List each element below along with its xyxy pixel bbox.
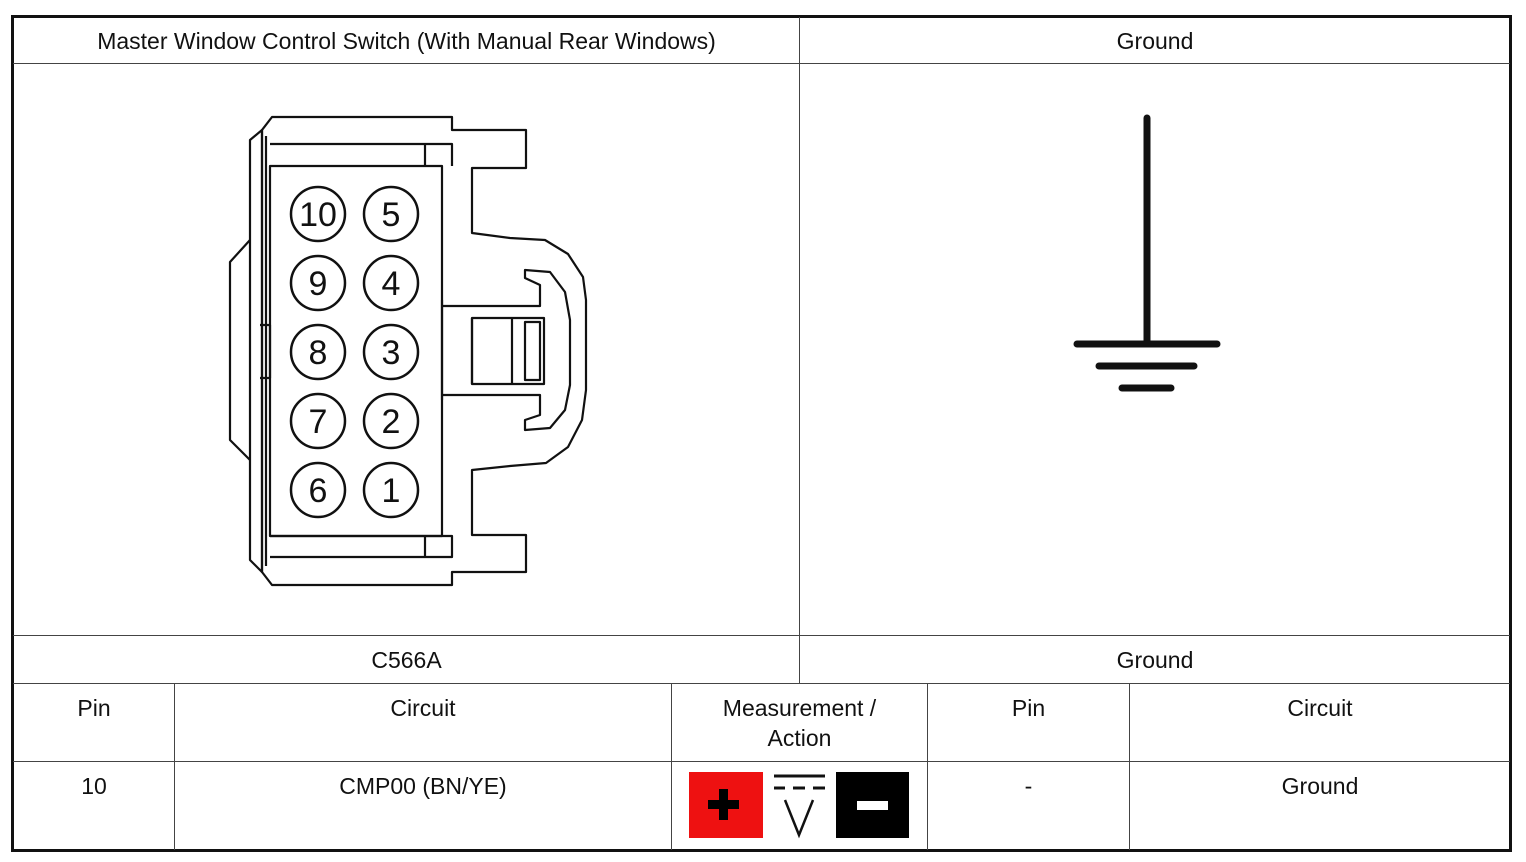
connector-id: C566A [371, 647, 442, 673]
negative-probe-icon [836, 772, 909, 838]
connector-title: Master Window Control Switch (With Manua… [97, 28, 716, 54]
pin-grid: 10 5 9 4 8 3 7 2 6 1 [289, 185, 420, 519]
pin-5-label: 5 [382, 196, 401, 234]
pinout-table-frame [11, 15, 1512, 852]
dc-voltage-icon [774, 774, 825, 839]
pin-6-circle [289, 461, 347, 519]
header-circuit-2: Circuit [1287, 695, 1353, 721]
row-circuit: CMP00 (BN/YE) [339, 773, 507, 799]
header-measurement-line1: Measurement / [722, 695, 877, 721]
column-divider [927, 684, 928, 850]
row-divider [13, 761, 1510, 762]
pin-3-label: 3 [382, 334, 401, 372]
header-pin: Pin [77, 695, 111, 721]
row-pin: 10 [81, 773, 107, 799]
pin-4-label: 4 [382, 265, 401, 303]
header-measurement: Measurement / Action [672, 693, 927, 753]
row-divider [13, 683, 1510, 684]
pin-8-circle [289, 323, 347, 381]
pin-7-label: 7 [309, 403, 328, 441]
column-divider [799, 17, 800, 684]
column-divider [174, 684, 175, 850]
ground-label: Ground [1116, 647, 1194, 673]
pin-10-circle [289, 185, 347, 243]
pin-1-label: 1 [382, 472, 401, 510]
column-divider [671, 684, 672, 850]
pin-10-label: 10 [299, 196, 337, 234]
pin-9-label: 9 [309, 265, 328, 303]
left-latch [228, 239, 251, 461]
row-circuit-2: Ground [1281, 773, 1359, 799]
row-pin-2: - [1024, 773, 1033, 799]
pin-9-circle [289, 254, 347, 312]
pin-3-circle [362, 323, 420, 381]
pin-7-circle [289, 392, 347, 450]
positive-probe-icon [689, 772, 763, 838]
row-divider [13, 63, 1510, 64]
pin-4-circle [362, 254, 420, 312]
header-pin-2: Pin [1011, 695, 1046, 721]
header-measurement-line2: Action [767, 725, 832, 751]
pin-2-label: 2 [382, 403, 401, 441]
pin-5-circle [362, 185, 420, 243]
column-divider [1129, 684, 1130, 850]
connector-housing-outline [260, 115, 588, 587]
pin-2-circle [362, 392, 420, 450]
pin-6-label: 6 [309, 472, 328, 510]
header-circuit: Circuit [390, 695, 456, 721]
pin-1-circle [362, 461, 420, 519]
row-divider [13, 635, 1510, 636]
ground-title: Ground [1116, 28, 1194, 54]
pin-8-label: 8 [309, 334, 328, 372]
